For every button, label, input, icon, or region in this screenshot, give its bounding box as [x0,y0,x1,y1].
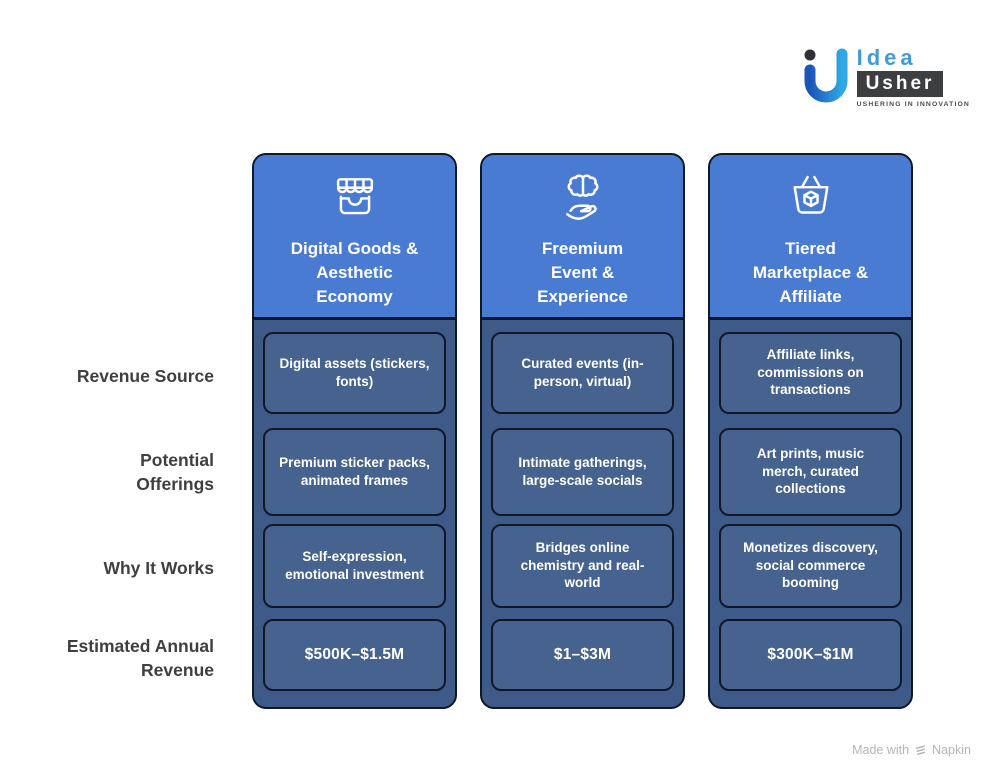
idea-usher-logo-mark [804,48,848,103]
column-header: Freemium Event & Experience [482,155,683,320]
column-header: Tiered Marketplace & Affiliate [710,155,911,320]
column-header: Digital Goods & Aesthetic Economy [254,155,455,320]
napkin-credit: Made with Napkin [852,743,971,757]
cell-potential-offerings: Art prints, music merch, curated collect… [719,427,902,516]
logo-brand-bottom: Usher [856,71,944,97]
logo-text: Idea Usher USHERING IN INNOVATION [856,45,970,108]
cell-estimated-annual-revenue: $1–$3M [491,618,674,691]
logo-dot-icon [804,49,816,61]
cell-potential-offerings: Intimate gatherings, large-scale socials [491,427,674,516]
column-body: Digital assets (stickers, fonts) Premium… [254,320,455,708]
cell-estimated-annual-revenue: $500K–$1.5M [263,618,446,691]
napkin-icon [914,744,927,757]
made-with-label: Made with [852,743,910,757]
column-body: Curated events (in-person, virtual) Inti… [482,320,683,708]
logo-u-icon [804,48,848,103]
cell-why-it-works: Bridges online chemistry and real-world [491,523,674,608]
cell-estimated-annual-revenue: $300K–$1M [719,618,902,691]
napkin-brand-label: Napkin [932,743,971,757]
logo-brand-top: Idea [856,45,917,70]
idea-usher-logo: Idea Usher USHERING IN INNOVATION [802,47,970,108]
logo-tagline: USHERING IN INNOVATION [856,101,970,108]
cell-revenue-source: Affiliate links, commissions on transact… [719,331,902,414]
brain-hand-icon [556,172,610,226]
column-title: Tiered Marketplace & Affiliate [752,239,869,306]
cell-revenue-source: Curated events (in-person, virtual) [491,331,674,414]
column-digital-goods: Digital Goods & Aesthetic Economy Digita… [252,153,457,709]
column-title: Freemium Event & Experience [537,239,628,306]
column-tiered-marketplace: Tiered Marketplace & Affiliate Affiliate… [708,153,913,709]
row-label-potential-offerings: Potential Offerings [136,450,214,494]
column-title: Digital Goods & Aesthetic Economy [290,239,419,306]
cell-revenue-source: Digital assets (stickers, fonts) [263,331,446,414]
cell-why-it-works: Self-expression, emotional investment [263,523,446,608]
cell-why-it-works: Monetizes discovery, social commerce boo… [719,523,902,608]
row-label-why-it-works: Why It Works [103,558,214,578]
cell-potential-offerings: Premium sticker packs, animated frames [263,427,446,516]
row-label-estimated-annual-revenue: Estimated Annual Revenue [66,636,214,680]
basket-cube-icon [784,172,838,226]
row-label-revenue-source: Revenue Source [76,366,214,386]
column-body: Affiliate links, commissions on transact… [710,320,911,708]
column-freemium-event: Freemium Event & Experience Curated even… [480,153,685,709]
storefront-icon [328,172,382,226]
